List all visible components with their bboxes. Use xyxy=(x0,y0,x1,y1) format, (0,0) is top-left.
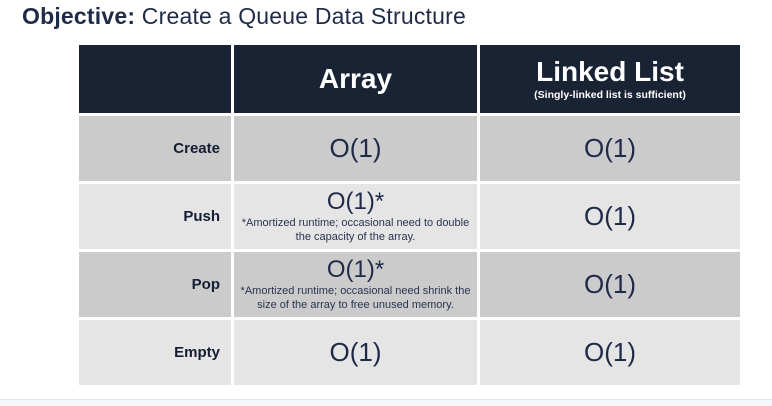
cell-create-array: O(1) xyxy=(234,116,477,181)
row-label-push: Push xyxy=(79,184,231,249)
header-cell-corner xyxy=(79,45,231,113)
row-label-create: Create xyxy=(79,116,231,181)
header-cell-linked-list: Linked List (Singly-linked list is suffi… xyxy=(480,45,740,113)
push-array-value: O(1)* xyxy=(326,187,385,215)
cell-push-array: O(1)* *Amortized runtime; occasional nee… xyxy=(234,184,477,249)
pop-array-value: O(1)* xyxy=(326,255,385,283)
pop-array-note: *Amortized runtime; occasional need shri… xyxy=(240,284,471,311)
row-label-empty: Empty xyxy=(79,320,231,385)
cell-pop-array: O(1)* *Amortized runtime; occasional nee… xyxy=(234,252,477,317)
cell-empty-linked-list: O(1) xyxy=(480,320,740,385)
cell-create-linked-list: O(1) xyxy=(480,116,740,181)
page-title: Objective: Create a Queue Data Structure xyxy=(22,3,466,30)
header-linked-list-label: Linked List xyxy=(536,56,684,88)
cell-empty-array: O(1) xyxy=(234,320,477,385)
push-array-note: *Amortized runtime; occasional need to d… xyxy=(241,216,470,243)
header-array-label: Array xyxy=(318,63,393,95)
header-linked-list-subtitle: (Singly-linked list is sufficient) xyxy=(534,88,686,101)
row-label-pop: Pop xyxy=(79,252,231,317)
bottom-strip xyxy=(0,399,772,406)
cell-pop-linked-list: O(1) xyxy=(480,252,740,317)
title-objective-label: Objective: xyxy=(22,3,136,29)
cell-push-linked-list: O(1) xyxy=(480,184,740,249)
header-cell-array: Array xyxy=(234,45,477,113)
comparison-table: Array Linked List (Singly-linked list is… xyxy=(79,45,740,385)
title-text: Create a Queue Data Structure xyxy=(135,3,466,29)
